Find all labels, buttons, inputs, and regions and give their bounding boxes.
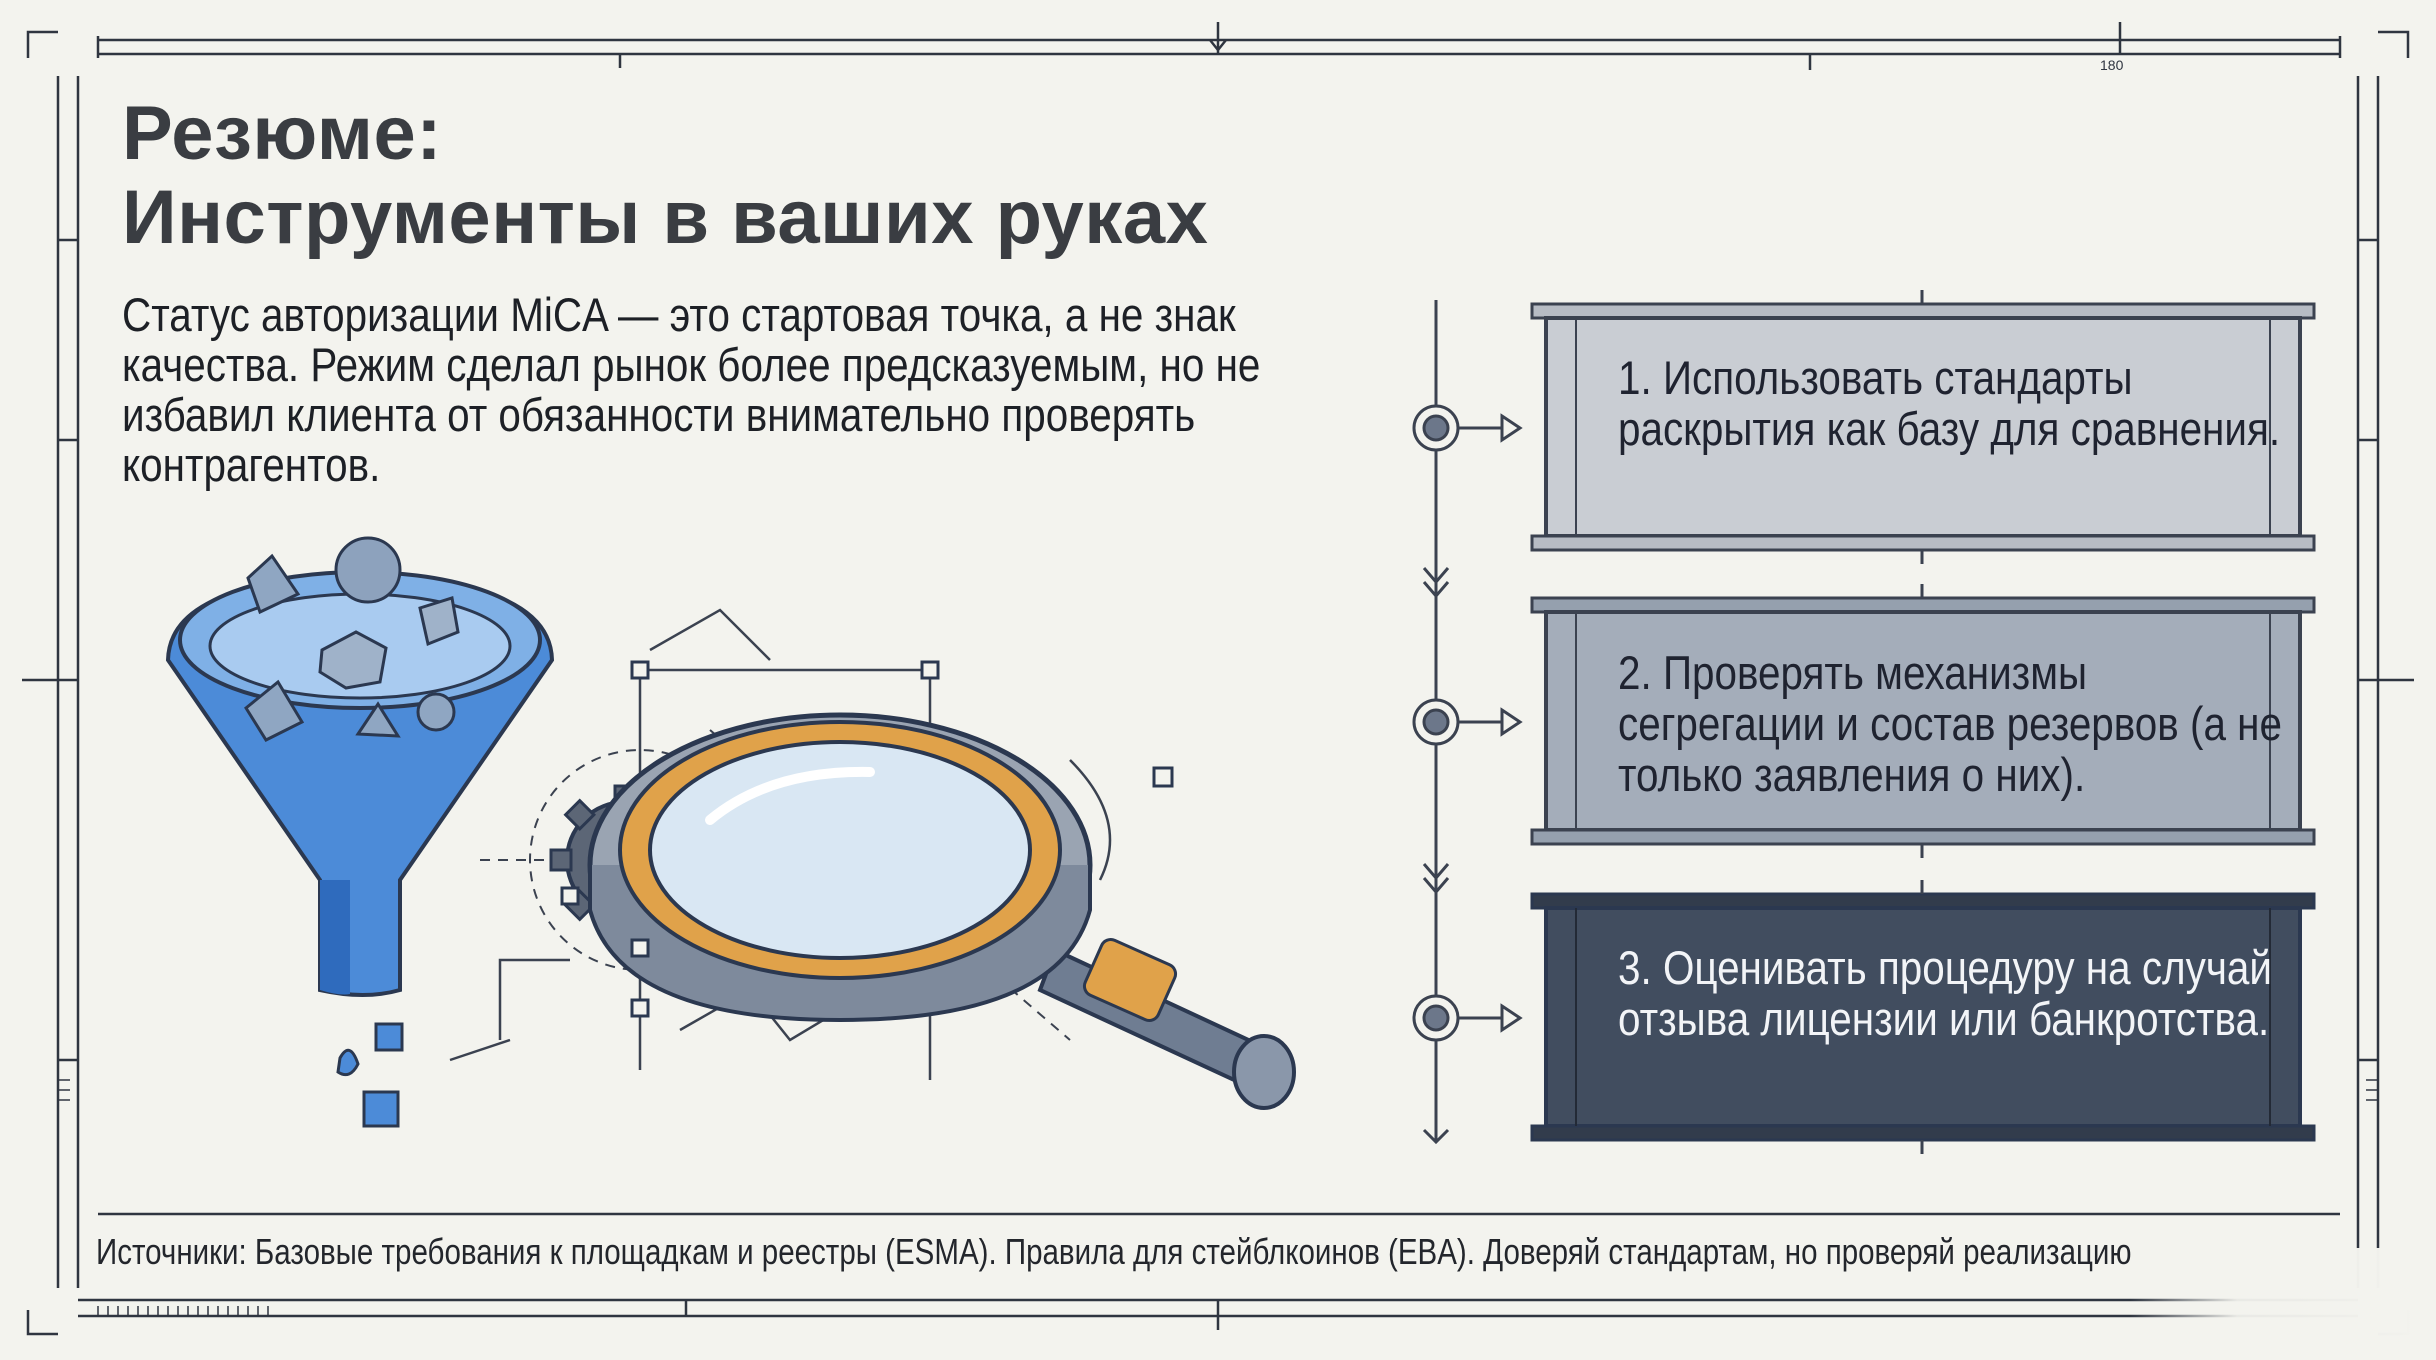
step-card-2: [1530, 584, 2316, 858]
ruler-label: 180: [2100, 57, 2124, 73]
page-title: Резюме: Инструменты в ваших руках: [122, 92, 1208, 260]
title-line-2: Инструменты в ваших руках: [122, 175, 1209, 260]
funnel-icon: [165, 536, 555, 1128]
watermark-overlay: [2130, 1248, 2436, 1360]
summary-text: Статус авторизации MiCA — это стартовая …: [122, 288, 1261, 491]
sources-footer: Источники: Базовые требования к площадка…: [96, 1231, 2132, 1272]
step-2-text: 2. Проверять механизмы сегрегации и сост…: [1618, 646, 2282, 801]
step-3-text: 3. Оценивать процедуру на случай отзыва …: [1618, 941, 2272, 1045]
illustration: [165, 536, 1296, 1128]
step-card-3: [1530, 880, 2316, 1154]
steps-diagram: [1412, 290, 2316, 1154]
step-1-text: 1. Использовать стандарты раскрытия как …: [1618, 351, 2281, 455]
title-line-1: Резюме:: [122, 91, 443, 176]
magnifier-icon: [587, 712, 1296, 1110]
step-card-1: [1530, 290, 2316, 564]
